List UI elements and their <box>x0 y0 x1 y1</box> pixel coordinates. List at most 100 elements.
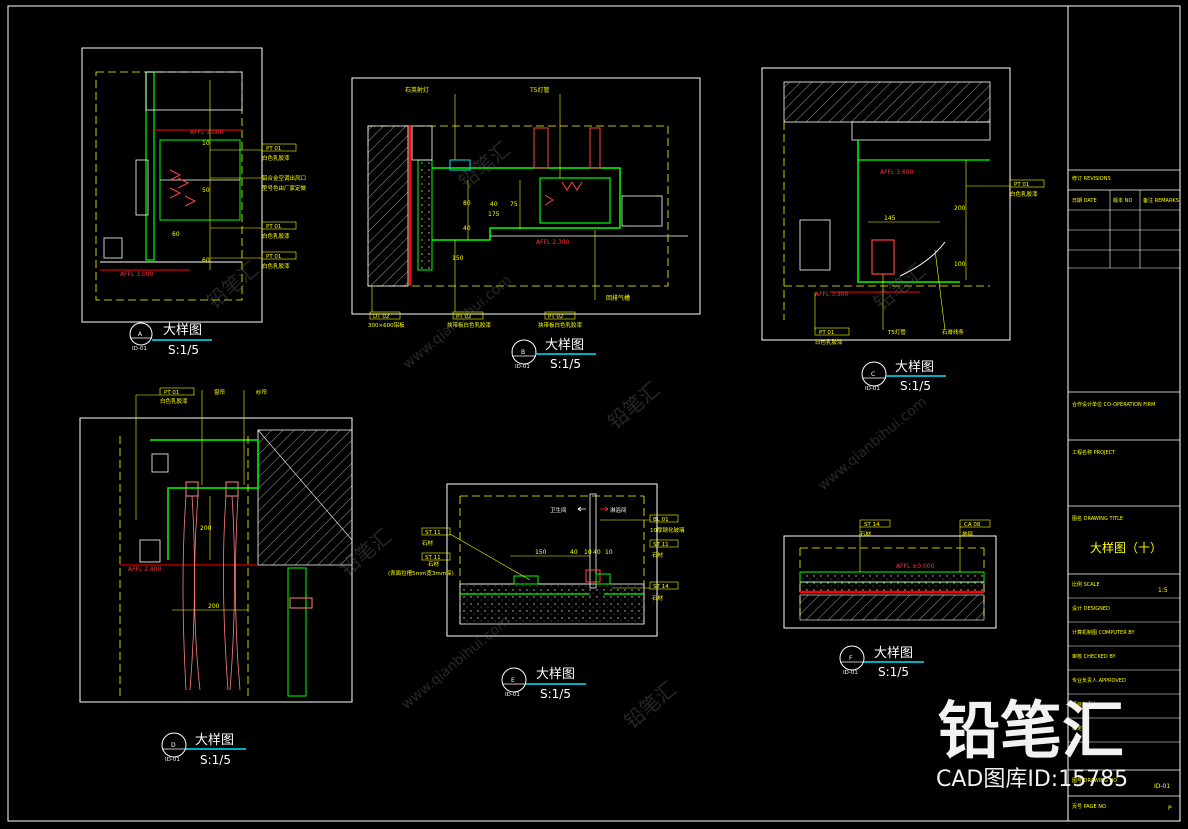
detail-d-callout[interactable]: D ID-01 大样图 S:1/5 <box>161 732 246 767</box>
title-block[interactable]: 修订 REVISIONS 日期 DATE 版本 NO 备注 REMARKS 合作… <box>1067 5 1181 822</box>
detail-b-tag-2-code: PT 02 <box>456 314 471 320</box>
detail-d-level: AFFL 2.800 <box>128 566 162 573</box>
tb-drawing-title-label: 图名 DRAWING TITLE <box>1072 515 1123 522</box>
detail-c-dim-1: 145 <box>884 215 896 222</box>
tb-designed: 设计 DESIGNED <box>1072 605 1110 612</box>
detail-a-tag-5-code: PT 01 <box>266 254 281 260</box>
detail-e-tag-3-code: BL 01 <box>653 517 669 523</box>
detail-f-callout[interactable]: F ID-01 大样图 S:1/5 <box>839 645 924 679</box>
detail-b-dim-4: 150 <box>452 255 464 262</box>
detail-a-tag-5-text: 白色乳胶漆 <box>262 262 290 270</box>
detail-c-scale: S:1/5 <box>900 379 931 393</box>
detail-e-scale: S:1/5 <box>540 687 571 701</box>
detail-d-tag-1-code: PT 01 <box>164 390 179 396</box>
detail-c-level-top: AFFL 3.600 <box>880 169 914 176</box>
detail-a-tag-2-text: 铝合金空调出风口 <box>262 174 306 182</box>
watermark-site-3: www.qianbihui.com <box>815 394 930 494</box>
detail-b-callout[interactable]: B ID-01 大样图 S:1/5 <box>511 338 596 371</box>
detail-c-sheet: ID-01 <box>865 386 880 392</box>
detail-e-sheet: ID-01 <box>505 692 520 698</box>
watermark-library-id: CAD图库ID:15785 <box>936 767 1128 792</box>
detail-a-letter: A <box>138 331 143 338</box>
tb-page-no-label: 页号 PAGE NO <box>1072 804 1106 810</box>
detail-b[interactable]: 80 40 40 150 75 175 AFFL 2.300 石英射灯 T5灯管… <box>351 77 701 371</box>
tb-no: 版本 NO <box>1113 197 1132 204</box>
detail-b-dim-2: 40 <box>463 225 471 232</box>
detail-a-callout[interactable]: A ID-01 大样图 S:1/5 <box>129 322 212 357</box>
detail-b-frame <box>351 77 701 315</box>
detail-f-frame <box>783 535 997 629</box>
detail-e-tag-2-text: 石材 <box>428 560 440 568</box>
tb-project: 工程名称 PROJECT <box>1072 449 1116 456</box>
detail-c-tag-3-text: T5灯管 <box>887 328 906 336</box>
detail-b-sheet: ID-01 <box>515 364 530 370</box>
tb-remarks: 备注 REMARKS <box>1143 197 1179 204</box>
detail-a[interactable]: 10 60 50 60 AFFL 3.000 AFFL 3.000 PT 01 … <box>81 47 307 357</box>
detail-b-tag-1-code: DT 02 <box>373 314 389 320</box>
detail-e-dim-2: 40 <box>570 549 578 556</box>
detail-c-level-bottom: AFFL 3.300 <box>815 291 849 298</box>
detail-c-callout[interactable]: C ID-01 大样图 S:1/5 <box>861 360 946 393</box>
detail-c[interactable]: 145 200 100 AFFL 3.600 AFFL 3.300 PT 01 … <box>761 67 1045 393</box>
detail-e-dim-5: 10 <box>605 549 613 556</box>
detail-a-dim-2: 60 <box>172 231 180 238</box>
detail-e-callout[interactable]: E ID-01 大样图 S:1/5 <box>501 667 586 701</box>
detail-a-tag-4-code: PT 01 <box>266 224 281 230</box>
tb-authorized: 审定 <box>1072 725 1082 732</box>
tb-scale-label: 比例 SCALE <box>1072 581 1100 588</box>
detail-f-tag-1-code: ST 14 <box>864 522 880 528</box>
detail-c-dim-2: 200 <box>954 205 966 212</box>
detail-a-dim-1: 10 <box>202 140 210 147</box>
detail-e-tag-2-code: ST 11 <box>425 555 441 561</box>
tb-scale-value: 1:5 <box>1158 587 1168 594</box>
detail-f[interactable]: AFFL ±0.000 ST 14 石材 CA 08 地毯 F ID-01 大样… <box>783 519 997 679</box>
watermark-site-1: www.qianbihui.com <box>400 272 515 372</box>
tb-project-lead: 项目负责人 <box>1072 701 1097 708</box>
detail-d-dim-1: 200 <box>200 525 212 532</box>
watermark-brand-6: 铅笔汇 <box>619 676 680 733</box>
detail-d-letter: D <box>171 742 176 749</box>
watermark-brand-logo: 铅笔汇 <box>938 694 1124 767</box>
detail-b-dim-6: 175 <box>488 211 500 218</box>
detail-a-tag-1-text: 白色乳胶漆 <box>262 154 290 162</box>
detail-d-scale: S:1/5 <box>200 753 231 767</box>
detail-e-tag-4-code: ST 11 <box>653 542 669 548</box>
detail-e-dim-1: 150 <box>535 549 547 556</box>
detail-f-title: 大样图 <box>874 646 913 661</box>
tb-computer-by: 计算机制图 COMPUTER BY <box>1072 629 1135 636</box>
detail-c-tag-1-code: PT 01 <box>1014 182 1029 188</box>
detail-c-tag-4-text: 石膏线条 <box>942 328 965 336</box>
detail-e-tag-3-text: 10厚钢化玻璃 <box>650 526 685 534</box>
detail-b-letter: B <box>521 349 525 356</box>
detail-a-level-top: AFFL 3.000 <box>190 129 224 136</box>
detail-e-tag-1-code: ST 11 <box>425 530 441 536</box>
detail-b-label-t5: T5灯管 <box>529 86 549 94</box>
detail-a-tag-3-text: 型号色由厂家定做 <box>262 184 307 192</box>
detail-e[interactable]: 卫生间 淋浴间 150 40 10 40 10 ST 11 石材 ST 11 石… <box>388 483 685 701</box>
detail-b-tag-2-text: 挟带板白色乳胶漆 <box>447 321 492 329</box>
detail-c-tag-2-text: 白色乳胶漆 <box>815 338 843 346</box>
detail-f-tag-2-code: CA 08 <box>964 522 981 528</box>
detail-d-tag-3-text: 纱帘 <box>256 388 268 396</box>
watermark-brand-4: 铅笔汇 <box>603 377 664 434</box>
watermark-brand-1: 铅笔汇 <box>202 257 263 314</box>
detail-e-tag-4-text: 石材 <box>652 551 664 559</box>
tb-date: 日期 DATE <box>1072 198 1097 204</box>
detail-d-tag-2-text: 窗帘 <box>214 388 226 396</box>
detail-b-scale: S:1/5 <box>550 357 581 371</box>
detail-e-dim-4: 40 <box>593 549 601 556</box>
detail-f-level: AFFL ±0.000 <box>896 563 935 570</box>
detail-e-tag-1-text: 石材 <box>422 539 434 547</box>
tb-drawing-no-label: 图号 DRAWING NO <box>1072 778 1117 784</box>
detail-e-letter: E <box>511 677 515 684</box>
tb-sheet-no: ID-01 <box>1154 783 1170 790</box>
tb-page-marker: P <box>1168 805 1172 812</box>
detail-f-scale: S:1/5 <box>878 665 909 679</box>
detail-d[interactable]: 200 200 AFFL 2.800 PT 01 白色乳胶漆 窗帘 纱帘 D I… <box>79 387 353 767</box>
detail-b-dim-3: 40 <box>490 201 498 208</box>
detail-f-letter: F <box>849 655 853 662</box>
detail-e-room-1: 卫生间 <box>550 506 567 514</box>
detail-b-note: 回排气槽 <box>606 294 630 302</box>
detail-c-tag-1-text: 白色乳胶漆 <box>1010 190 1038 198</box>
